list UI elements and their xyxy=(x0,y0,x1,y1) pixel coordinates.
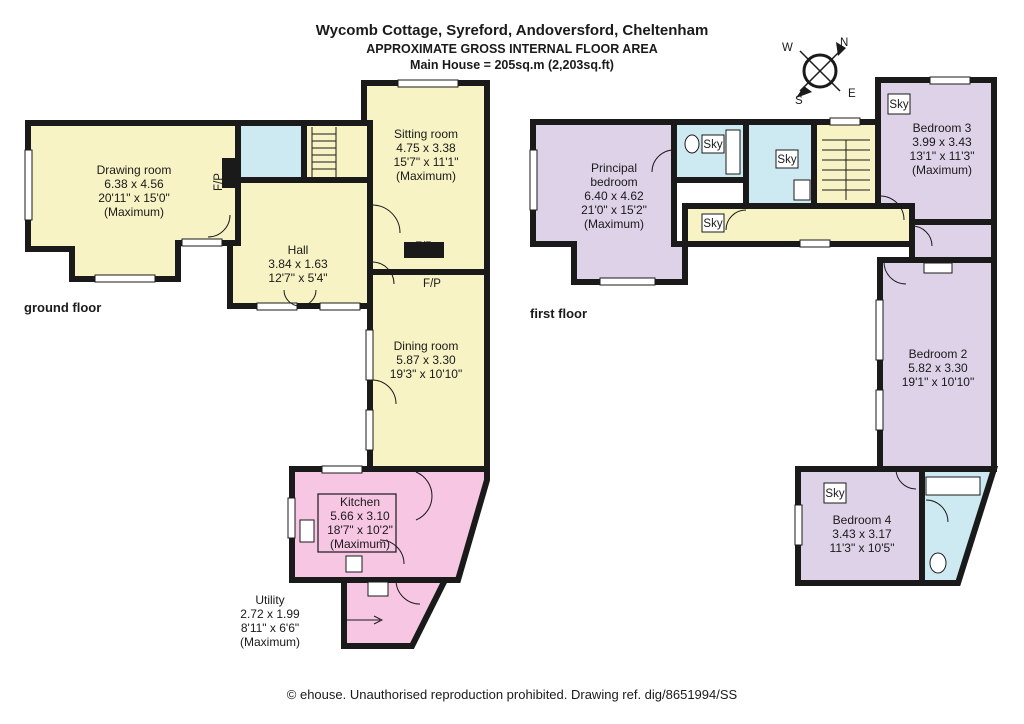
utility-metric: 2.72 x 1.99 xyxy=(240,607,300,621)
bedroom-3-imperial: 13'1" x 11'3" xyxy=(910,149,975,163)
bedroom-4-metric: 3.43 x 3.17 xyxy=(832,527,892,541)
copyright-footer: © ehouse. Unauthorised reproduction proh… xyxy=(286,687,738,702)
chimney-ground-2 xyxy=(222,158,238,188)
stairs-ground xyxy=(301,120,373,183)
bedroom-3-metric: 3.99 x 3.43 xyxy=(912,135,972,149)
principal-bedroom-metric: 6.40 x 4.62 xyxy=(584,189,644,203)
kitchen-metric: 5.66 x 3.10 xyxy=(330,509,390,523)
property-address: Wycomb Cottage, Syreford, Andoversford, … xyxy=(315,22,709,39)
sitting-room-note: (Maximum) xyxy=(396,169,456,183)
fp-label-sitting: F/P xyxy=(415,241,433,253)
area-title: APPROXIMATE GROSS INTERNAL FLOOR AREA xyxy=(366,42,658,56)
first-floor-plan xyxy=(529,76,999,586)
bedroom-2-name: Bedroom 2 xyxy=(909,347,968,361)
bedroom-2-metric: 5.82 x 3.30 xyxy=(908,361,968,375)
ensuite-bath-icon xyxy=(725,129,741,175)
compass-e: E xyxy=(848,88,856,100)
skylight-shower xyxy=(775,149,799,169)
ground-floor-label: ground floor xyxy=(24,300,101,315)
hall-imperial: 12'7" x 5'4" xyxy=(268,271,327,285)
compass-w: W xyxy=(782,42,793,54)
drawing-room-name: Drawing room xyxy=(97,163,172,177)
fp-label-drawing: F/P xyxy=(213,173,225,191)
first-floor-label: first floor xyxy=(530,306,587,321)
utility-imperial: 8'11" x 6'6" xyxy=(241,621,299,635)
kitchen-note: (Maximum) xyxy=(330,537,390,551)
chimney-ground-1 xyxy=(404,242,444,258)
sink-icon xyxy=(299,519,315,543)
main-house-area: Main House = 205sq.m (2,203sq.ft) xyxy=(410,58,614,72)
principal-bedroom-note: (Maximum) xyxy=(584,217,644,231)
kitchen-island xyxy=(317,493,397,553)
hall-metric: 3.84 x 1.63 xyxy=(268,257,328,271)
cloakroom xyxy=(235,120,307,183)
bedroom-3-note: (Maximum) xyxy=(912,163,972,177)
hob-icon xyxy=(345,555,363,573)
compass-icon: N E S W xyxy=(782,37,856,107)
utility-sink-icon xyxy=(367,581,389,597)
dining-room-area xyxy=(367,269,490,472)
sky-label-bedroom-3: Sky xyxy=(889,99,908,111)
skylight-ensuite xyxy=(701,134,725,154)
dining-room-metric: 5.87 x 3.30 xyxy=(396,353,456,367)
kitchen-name: Kitchen xyxy=(340,495,380,509)
bedroom-4-name: Bedroom 4 xyxy=(833,513,892,527)
sitting-room-metric: 4.75 x 3.38 xyxy=(396,141,456,155)
sitting-room-imperial: 15'7" x 11'1" xyxy=(394,155,459,169)
utility-area xyxy=(341,577,450,649)
compass-s: S xyxy=(795,95,803,107)
sitting-room-name: Sitting room xyxy=(394,127,458,141)
kitchen-imperial: 18'7" x 10'2" xyxy=(327,523,393,537)
sky-label-bedroom-4: Sky xyxy=(825,488,844,500)
bath-icon xyxy=(925,476,981,496)
toilet-icon xyxy=(929,552,947,574)
drawing-room-imperial: 20'11" x 15'0" xyxy=(98,191,170,205)
fireplace-grate xyxy=(923,262,953,274)
shower-tray-icon xyxy=(793,179,811,201)
bedroom-3-name: Bedroom 3 xyxy=(913,121,972,135)
ground-floor-plan xyxy=(24,79,490,649)
skylight-bedroom-3 xyxy=(887,93,911,115)
principal-bedroom-name-1: Principal xyxy=(591,161,637,175)
ensuite-toilet-icon xyxy=(684,134,700,154)
skylight-landing xyxy=(701,213,725,233)
drawing-room-note: (Maximum) xyxy=(104,205,164,219)
sky-label-landing: Sky xyxy=(703,218,722,230)
dining-room-name: Dining room xyxy=(394,339,459,353)
compass-n: N xyxy=(840,37,848,49)
skylight-bedroom-4 xyxy=(823,482,847,504)
bedroom-4-imperial: 11'3" x 10'5" xyxy=(830,541,895,555)
principal-bedroom-name-2: bedroom xyxy=(590,175,637,189)
sky-label-shower: Sky xyxy=(777,154,796,166)
utility-name: Utility xyxy=(255,593,284,607)
landing-closet xyxy=(909,219,997,263)
drawing-room-metric: 6.38 x 4.56 xyxy=(104,177,164,191)
hall-name: Hall xyxy=(288,243,309,257)
fp-label-dining: F/P xyxy=(423,278,441,290)
utility-note: (Maximum) xyxy=(240,635,300,649)
bedroom-2-imperial: 19'1" x 10'10" xyxy=(902,375,975,389)
principal-bedroom-imperial: 21'0" x 15'2" xyxy=(581,203,647,217)
dining-room-imperial: 19'3" x 10'10" xyxy=(390,367,463,381)
sky-label-ensuite: Sky xyxy=(703,139,722,151)
